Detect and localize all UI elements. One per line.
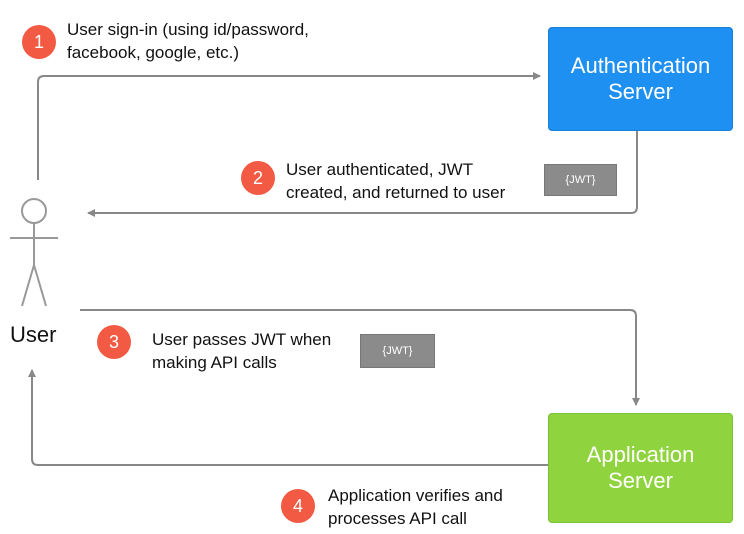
step-3-line2: making API calls xyxy=(152,353,277,372)
step-3-line1: User passes JWT when xyxy=(152,330,332,349)
app-server-label-line1: Application xyxy=(586,442,695,467)
step-3-badge: 3 xyxy=(97,325,131,359)
step-1-description: User sign-in (using id/password, faceboo… xyxy=(67,18,309,64)
app-server-label-line2: Server xyxy=(608,468,673,493)
user-icon xyxy=(10,198,58,307)
auth-server-label-line2: Server xyxy=(608,79,673,104)
auth-server-label-line1: Authentication xyxy=(570,53,711,78)
arrow-auth-server-to-user xyxy=(87,129,638,217)
step-4-line1: Application verifies and xyxy=(328,486,503,505)
step-1-line2: facebook, google, etc.) xyxy=(67,43,240,62)
step-3-description: User passes JWT when making API calls xyxy=(152,328,331,374)
user-label: User xyxy=(10,322,57,347)
step-4-description: Application verifies and processes API c… xyxy=(328,484,503,530)
jwt-token-api-call: {JWT} xyxy=(360,334,435,368)
arrow-user-to-app-server xyxy=(80,309,640,406)
step-4-badge: 4 xyxy=(281,489,315,523)
step-4-line2: processes API call xyxy=(328,509,467,528)
step-2-description: User authenticated, JWT created, and ret… xyxy=(286,158,505,204)
arrow-app-server-to-user xyxy=(28,369,548,466)
step-2-badge: 2 xyxy=(241,161,275,195)
application-server-box: Application Server xyxy=(548,413,733,523)
arrow-user-to-auth-server xyxy=(37,72,541,180)
step-1-badge: 1 xyxy=(22,25,56,59)
step-1-line1: User sign-in (using id/password, xyxy=(67,20,309,39)
step-2-line2: created, and returned to user xyxy=(286,183,506,202)
step-2-line1: User authenticated, JWT xyxy=(286,160,474,179)
jwt-token-returned: {JWT} xyxy=(544,164,617,196)
authentication-server-box: Authentication Server xyxy=(548,27,733,131)
